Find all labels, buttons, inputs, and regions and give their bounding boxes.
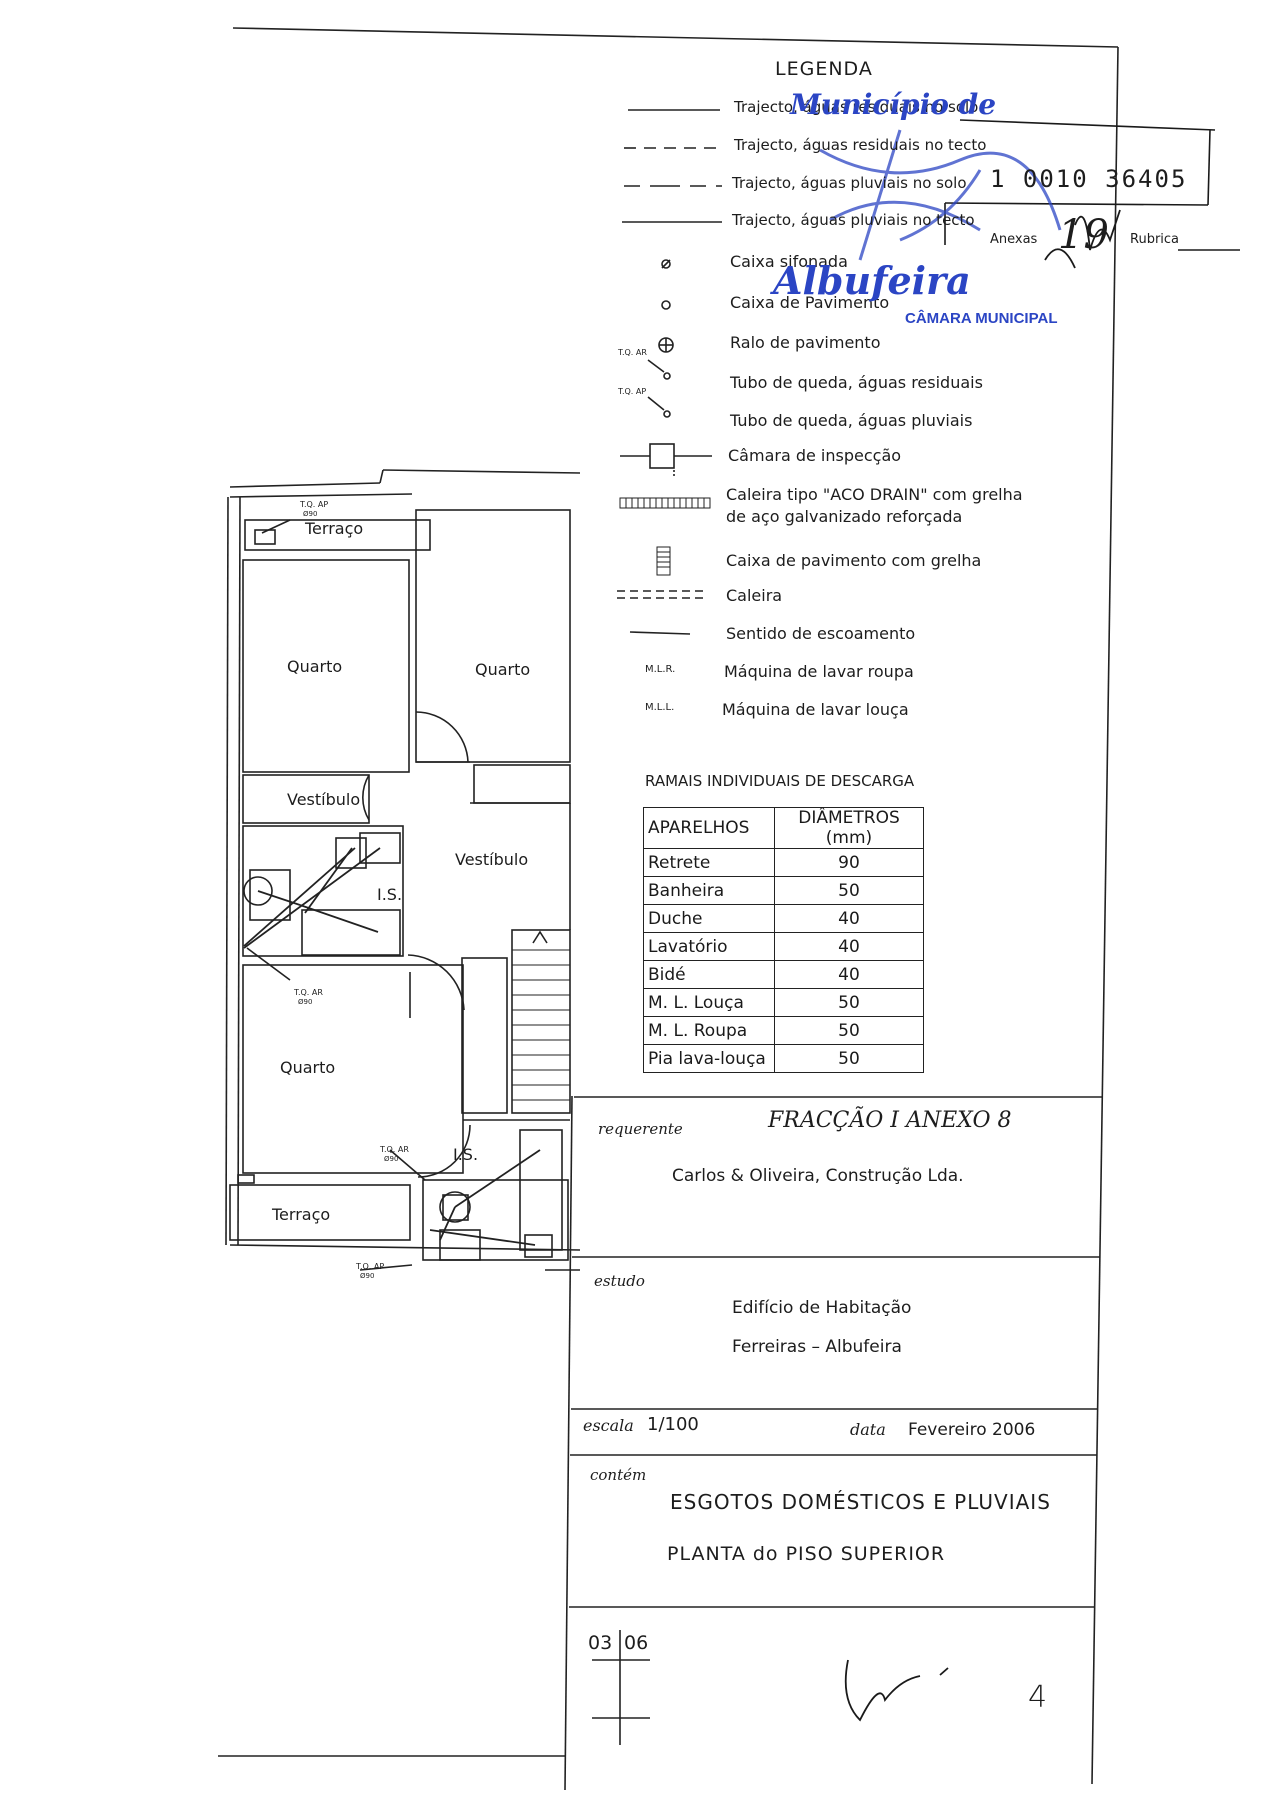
- ramais-title: RAMAIS INDIVIDUAIS DE DESCARGA: [645, 772, 915, 790]
- legend-item: Máquina de lavar roupa: [724, 662, 914, 681]
- sheet-total: 06: [624, 1632, 649, 1654]
- table-cell: M. L. Louça: [643, 988, 775, 1017]
- legend-item: Caleira: [726, 586, 783, 605]
- table-cell: 50: [774, 1016, 924, 1045]
- estudo-label: estudo: [594, 1272, 645, 1290]
- table-cell: 40: [774, 960, 924, 989]
- legend-item: Sentido de escoamento: [726, 624, 916, 643]
- quarto-left-label: Quarto: [287, 657, 343, 676]
- tag-ar-mid: T.Q. AR: [294, 988, 323, 997]
- stamp-albufeira: Albufeira: [773, 258, 971, 303]
- downpipe-ar-tag: T.Q. AR: [618, 348, 647, 357]
- table-cell: Lavatório: [643, 932, 775, 961]
- quarto-right-label: Quarto: [475, 660, 531, 679]
- data-value: Fevereiro 2006: [908, 1420, 1036, 1440]
- table-header: DIÂMETROS (mm): [774, 807, 924, 849]
- escala-label: escala: [583, 1416, 634, 1435]
- table-cell: Pia lava-louça: [643, 1044, 775, 1073]
- legend-item: Trajecto, águas pluviais no solo: [732, 174, 967, 192]
- table-cell: 40: [774, 904, 924, 933]
- contem-line2: PLANTA do PISO SUPERIOR: [667, 1543, 946, 1565]
- estudo-line2: Ferreiras – Albufeira: [732, 1337, 902, 1357]
- legend-item: Tubo de queda, águas residuais: [730, 373, 983, 392]
- downpipe-ap-tag: T.Q. AP: [618, 387, 647, 396]
- mll-tag: M.L.L.: [645, 702, 675, 713]
- legend-item: Trajecto, águas pluviais no tecto: [732, 211, 975, 229]
- legend-item: Ralo de pavimento: [730, 333, 881, 352]
- page-number: 4: [1028, 1680, 1048, 1715]
- mlr-tag: M.L.R.: [645, 664, 676, 675]
- legend-item: Máquina de lavar louça: [722, 700, 909, 719]
- data-label: data: [850, 1420, 886, 1439]
- sheet-number: 03: [588, 1632, 613, 1654]
- table-cell: Retrete: [643, 848, 775, 877]
- table-cell: M. L. Roupa: [643, 1016, 775, 1045]
- tag-ap-top-dia: Ø90: [303, 510, 318, 518]
- legend-item: Caixa sifonada: [730, 252, 848, 271]
- table-cell: 50: [774, 876, 924, 905]
- table-cell: 50: [774, 1044, 924, 1073]
- legend-item: Câmara de inspecção: [728, 446, 902, 465]
- stamp-rubrica-label: Rubrica: [1130, 232, 1180, 247]
- tag-ap-low-dia: Ø90: [360, 1272, 375, 1280]
- table-cell: 50: [774, 988, 924, 1017]
- legend-item: Tubo de queda, águas pluviais: [730, 411, 973, 430]
- vestibulo-main-label: Vestíbulo: [455, 850, 529, 869]
- table-cell: Duche: [643, 904, 775, 933]
- legend-item: Trajecto, águas residuais no tecto: [734, 136, 987, 154]
- legend-item-aco-drain: Caleira tipo "ACO DRAIN" com grelha de a…: [726, 485, 1023, 526]
- legend-item: Trajecto, águas residuais no solo: [734, 98, 979, 116]
- is-lower-label: I.S.: [453, 1145, 479, 1164]
- stamp-annex-label: Anexas: [990, 232, 1038, 247]
- table-cell: Bidé: [643, 960, 775, 989]
- requerente-label: requerente: [598, 1120, 683, 1138]
- tag-ap-top: T.Q. AP: [300, 500, 329, 509]
- quarto-bottom-label: Quarto: [280, 1058, 336, 1077]
- legend-item: Caixa de pavimento com grelha: [726, 551, 982, 570]
- table-header: APARELHOS: [643, 807, 775, 849]
- is-upper-label: I.S.: [377, 885, 403, 904]
- terraco-bottom-label: Terraço: [272, 1205, 331, 1224]
- table-cell: 40: [774, 932, 924, 961]
- escala-value: 1/100: [647, 1414, 699, 1435]
- vestibulo-small-label: Vestíbulo: [287, 790, 361, 809]
- estudo-line1: Edifício de Habitação: [732, 1298, 912, 1318]
- table-cell: 90: [774, 848, 924, 877]
- stamp-camara: CÂMARA MUNICIPAL: [905, 310, 1058, 327]
- legend-title: LEGENDA: [775, 58, 873, 80]
- contem-label: contém: [590, 1466, 647, 1484]
- tag-ar-mid-dia: Ø90: [298, 998, 313, 1006]
- stamp-municipio: Município de: [790, 88, 997, 121]
- stamp-number: 1 0010 36405: [990, 165, 1188, 193]
- tag-ar-low-dia: Ø90: [384, 1155, 399, 1163]
- tag-ap-low: T.Q. AP: [356, 1262, 385, 1271]
- tag-ar-low: T.Q. AR: [380, 1145, 409, 1154]
- contem-line1: ESGOTOS DOMÉSTICOS E PLUVIAIS: [670, 1490, 1051, 1514]
- terraco-top-label: Terraço: [305, 519, 364, 538]
- requerente-note: FRACÇÃO I ANEXO 8: [768, 1108, 1012, 1133]
- legend-item: Caixa de Pavimento: [730, 293, 890, 312]
- table-header-row: APARELHOS DIÂMETROS (mm): [643, 807, 924, 849]
- table-cell: Banheira: [643, 876, 775, 905]
- requerente-value: Carlos & Oliveira, Construção Lda.: [672, 1166, 964, 1186]
- stamp-annex-value: 19: [1058, 212, 1109, 258]
